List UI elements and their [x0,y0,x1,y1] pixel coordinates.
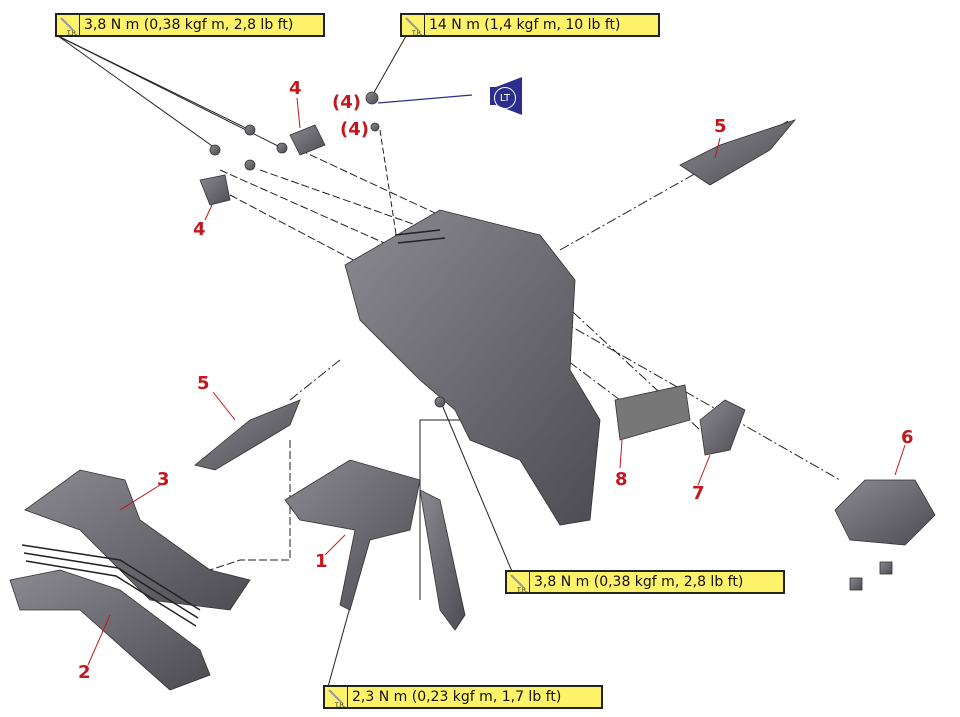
locktite-label: LT [494,87,516,109]
turn-signal-left [194,399,301,471]
torque-wrench-icon: T.R. [507,572,530,594]
part-number: 1 [315,551,328,572]
part-number: 5 [197,373,210,394]
part-number: 6 [901,427,914,448]
torque-callout-2: T.R. 14 N m (1,4 kgf m, 10 lb ft) [400,13,660,37]
part-number: 8 [615,469,628,490]
tail-light [834,479,936,546]
part-number: (4) [340,119,369,140]
torque-callout-4: T.R. 2,3 N m (0,23 kgf m, 1,7 lb ft) [323,685,603,709]
bracket-7 [699,399,746,456]
part-number: 4 [289,78,302,99]
torque-callout-3: T.R. 3,8 N m (0,38 kgf m, 2,8 lb ft) [505,570,785,594]
leader-lines [57,35,841,695]
part-number: 2 [78,662,91,683]
stay-3 [24,469,251,611]
part-number: (4) [332,92,361,113]
locktite-arrow [377,94,473,104]
plate-bracket [419,489,466,631]
part-number: 4 [193,219,206,240]
torque-wrench-icon: T.R. [325,687,348,709]
bracket-1 [284,459,421,611]
cover-2 [9,569,211,691]
torque-wrench-icon: T.R. [402,15,425,37]
rear-fender-main [344,209,601,526]
torque-callout-1: T.R. 3,8 N m (0,38 kgf m, 2,8 lb ft) [55,13,325,37]
part-number: 7 [692,483,705,504]
license-light [614,384,691,441]
grommet-4b [199,174,231,206]
bolt [365,91,379,105]
turn-signal-right [679,119,797,186]
part-number: 3 [157,469,170,490]
torque-wrench-icon: T.R. [57,15,80,37]
part-number: 5 [714,116,727,137]
nut [370,122,380,132]
grommet-4a [289,124,326,156]
